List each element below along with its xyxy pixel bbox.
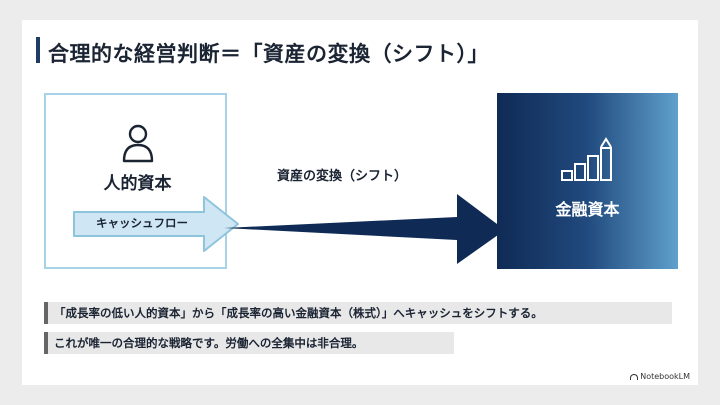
- human-capital-box: 人的資本: [44, 93, 227, 269]
- cashflow-arrow: [73, 196, 239, 252]
- note-strategy: これが唯一の合理的な戦略です。労働への全集中は非合理。: [44, 332, 454, 354]
- notebooklm-icon: [630, 373, 639, 380]
- brand-logo: NotebookLM: [630, 372, 690, 381]
- slide-title: 合理的な経営判断＝「資産の変換（シフト）」: [48, 42, 489, 66]
- growth-chart-icon: [561, 137, 612, 181]
- human-capital-label: 人的資本: [103, 174, 172, 194]
- financial-capital-box: 金融資本: [497, 93, 678, 269]
- person-icon: [122, 124, 154, 163]
- shift-arrow: [224, 194, 505, 264]
- shift-arrow-label: 資産の変換（シフト）: [277, 169, 408, 184]
- slide: 合理的な経営判断＝「資産の変換（シフト）」 人的資本 キャッシュフロー 資産の変…: [22, 20, 698, 385]
- brand-label: NotebookLM: [640, 372, 690, 381]
- note-shift: 「成長率の低い人的資本」から「成長率の高い金融資本（株式）」へキャッシュをシフト…: [44, 302, 672, 324]
- financial-capital-label: 金融資本: [555, 200, 620, 219]
- cashflow-label: キャッシュフロー: [96, 216, 188, 230]
- title-accent-bar: [36, 37, 40, 63]
